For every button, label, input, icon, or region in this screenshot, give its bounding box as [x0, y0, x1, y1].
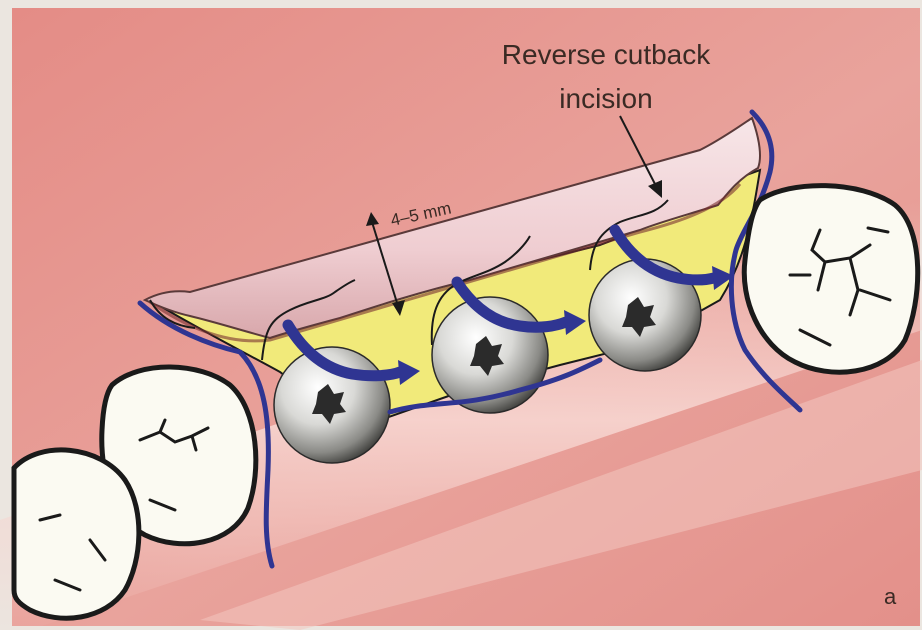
incision-label-line2: incision — [559, 83, 652, 114]
molar-tooth-icon — [744, 186, 917, 373]
incision-label-line1: Reverse cutback — [502, 39, 712, 70]
panel-letter: a — [884, 584, 897, 609]
premolar-tooth-icon — [14, 450, 139, 618]
